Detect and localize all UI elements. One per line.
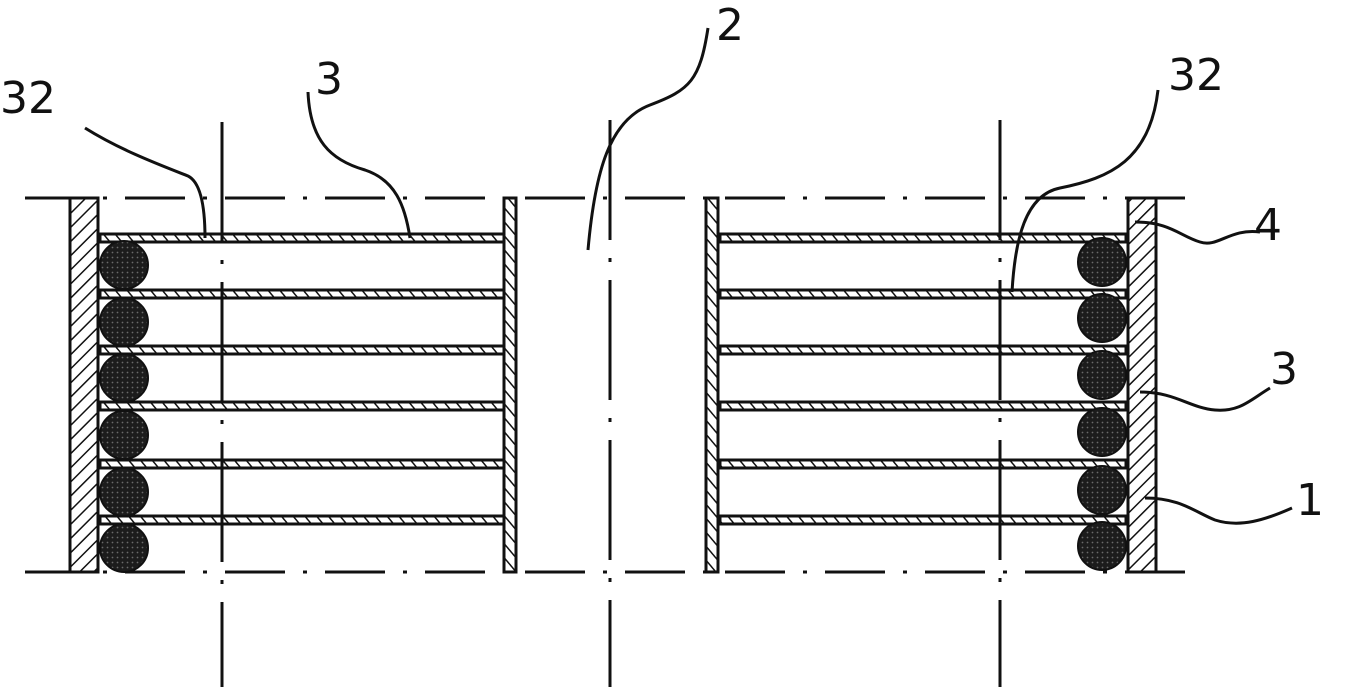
label-32-left: 32 xyxy=(0,73,56,124)
right-roller xyxy=(1077,350,1127,400)
left-roller xyxy=(99,467,149,517)
left-inner-wall xyxy=(502,196,518,574)
right-plate-stack xyxy=(718,232,1128,526)
left-roller xyxy=(99,240,149,290)
right-rollers xyxy=(1077,237,1127,571)
left-rollers xyxy=(99,240,149,573)
left-roller xyxy=(99,353,149,403)
left-plate xyxy=(98,288,506,300)
reference-labels: 32 3 2 32 4 3 1 xyxy=(0,0,1324,526)
leader-4 xyxy=(1134,220,1261,245)
leader-3-left xyxy=(306,91,412,239)
right-inner-wall xyxy=(704,196,720,574)
leader-3-right xyxy=(1139,386,1271,412)
label-1: 1 xyxy=(1296,475,1324,526)
left-plate xyxy=(98,344,506,356)
left-plate xyxy=(98,458,506,470)
right-roller xyxy=(1077,465,1127,515)
label-3-left: 3 xyxy=(315,54,343,105)
label-2: 2 xyxy=(716,0,744,51)
left-plate xyxy=(98,400,506,412)
leader-32-left xyxy=(84,126,207,239)
label-4: 4 xyxy=(1254,200,1282,251)
right-plate xyxy=(718,232,1128,244)
label-3-right: 3 xyxy=(1270,344,1298,395)
right-roller xyxy=(1077,407,1127,457)
right-outer-wall xyxy=(1126,196,1158,574)
right-plate xyxy=(718,288,1128,300)
right-roller xyxy=(1077,293,1127,343)
leader-32-right xyxy=(1010,89,1160,293)
left-roller xyxy=(99,297,149,347)
left-outer-wall xyxy=(68,196,100,574)
left-plate xyxy=(98,514,506,526)
left-plate xyxy=(98,232,506,244)
centerlines xyxy=(25,120,1200,687)
label-32-right: 32 xyxy=(1168,50,1224,101)
leader-lines xyxy=(84,27,1293,525)
right-plate xyxy=(718,400,1128,412)
leader-2 xyxy=(586,27,710,251)
right-plate xyxy=(718,458,1128,470)
left-plate-stack xyxy=(98,232,506,526)
leader-1 xyxy=(1144,496,1293,525)
right-plate xyxy=(718,344,1128,356)
left-roller xyxy=(99,523,149,573)
left-roller xyxy=(99,410,149,460)
right-roller xyxy=(1077,237,1127,287)
right-roller xyxy=(1077,521,1127,571)
right-plate xyxy=(718,514,1128,526)
